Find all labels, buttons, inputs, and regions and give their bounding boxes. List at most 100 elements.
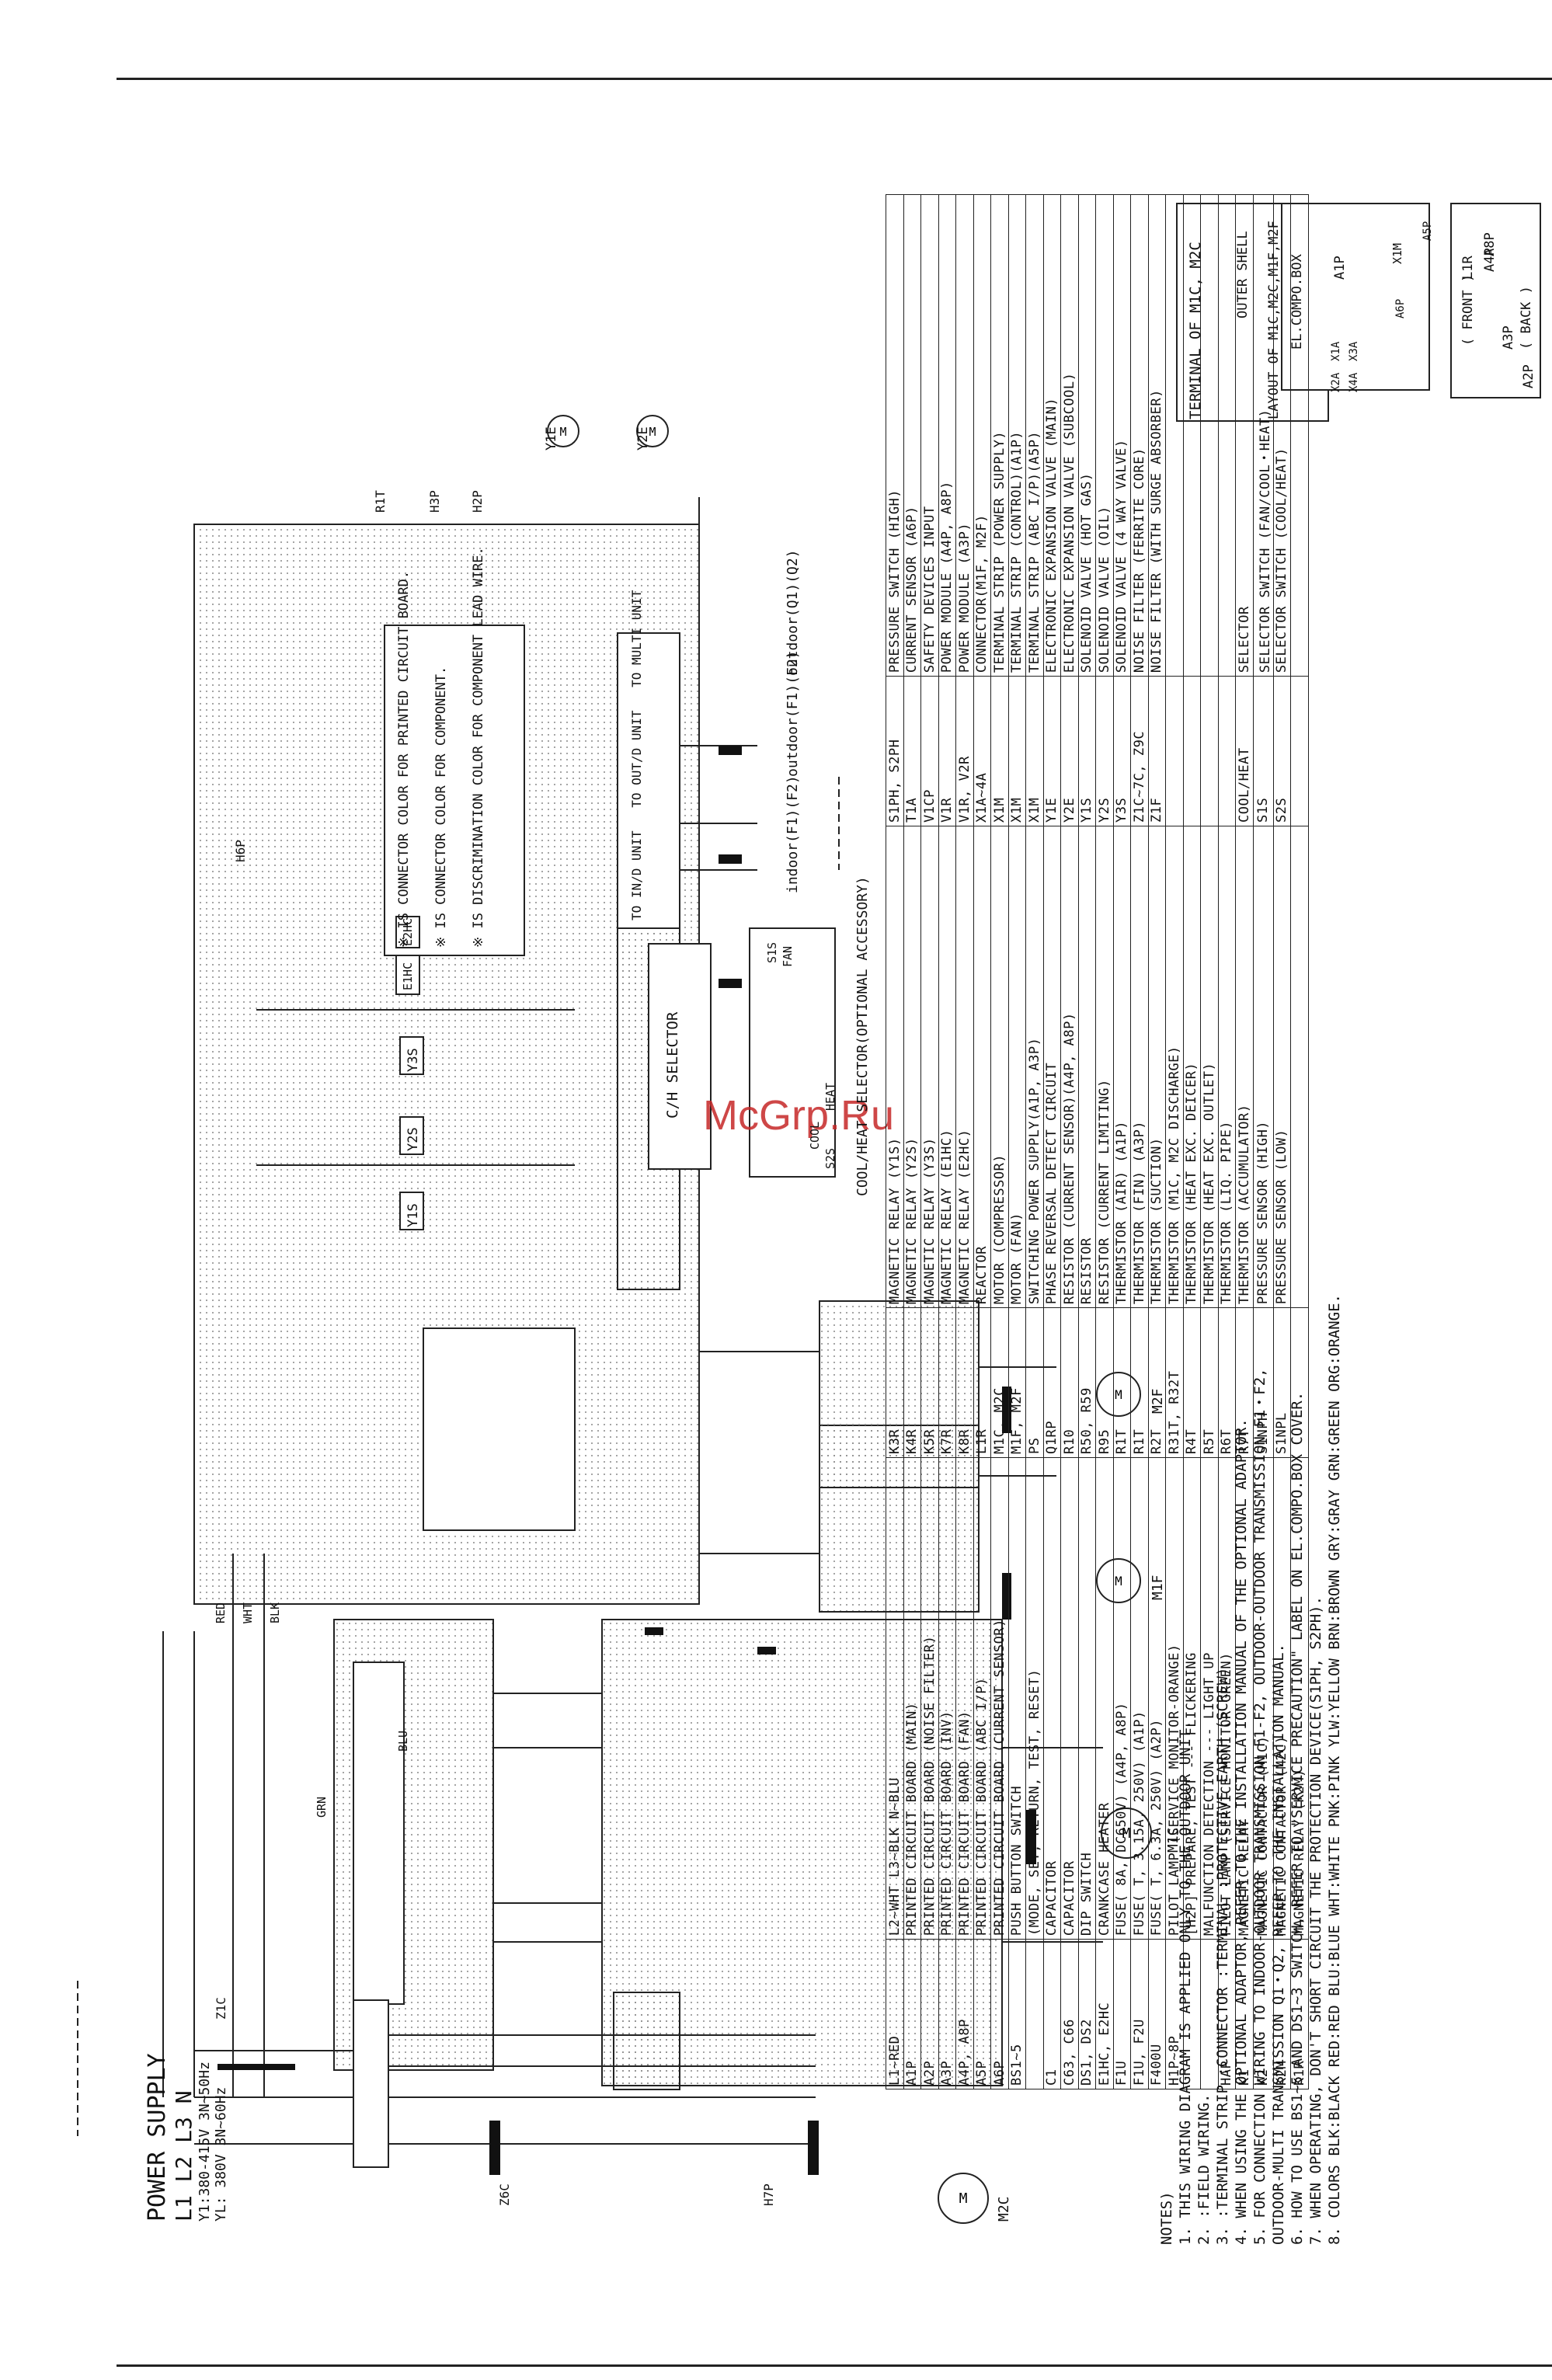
legend-description: PRESSURE SWITCH (HIGH)	[886, 194, 903, 677]
legend-code: R1T	[1113, 1307, 1131, 1458]
legend-code: S1PH, S2PH	[886, 676, 903, 826]
legend-description: MAGNETIC RELAY (E1HC)	[938, 826, 956, 1308]
legend-description: SAFETY DEVICES INPUT	[920, 194, 938, 677]
legend-description: PRINTED CIRCUIT BOARD (ABC I/P)	[973, 1457, 991, 1940]
connector-note: ※ IS CONNECTOR COLOR FOR PRINTED CIRCUIT…	[396, 547, 486, 948]
label-ps: H6P	[233, 840, 248, 862]
top-rule	[117, 78, 1552, 80]
legend-description: L2~WHT L3~BLK N~BLU	[886, 1457, 903, 1940]
legend-code: X1M	[990, 676, 1008, 826]
legend-description: PRINTED CIRCUIT BOARD (INV)	[938, 1457, 956, 1940]
legend-description: RESISTOR (CURRENT SENSOR)(A4P, A8P)	[1060, 826, 1078, 1308]
power-supply-title: POWER SUPPLY	[144, 2053, 171, 2222]
legend-description: SOLENOID VALVE (4 WAY VALVE)	[1113, 194, 1131, 677]
legend-code: K4R	[903, 1307, 921, 1458]
selector-title: COOL/HEAT SELECTOR(OPTIONAL ACCESSORY)	[854, 876, 871, 1196]
selector-box	[648, 943, 712, 1170]
connector-note-1: ※ IS CONNECTOR COLOR FOR PRINTED CIRCUIT…	[396, 570, 412, 948]
note-line: 1. THIS WIRING DIAGRAM IS APPLIED ONLY T…	[1177, 1721, 1194, 2245]
legend-description: SOLENOID VALVE (HOT GAS)	[1078, 194, 1096, 677]
legend-description: MAGNETIC RELAY (Y2S)	[903, 826, 921, 1308]
tx-indoor-f1f2: indoor(F1)(F2)	[785, 775, 801, 893]
bottom-rule	[117, 2364, 1552, 2367]
svg-text:M: M	[559, 425, 566, 439]
box-label-a8p: A8P	[1482, 232, 1498, 256]
legend-description: ELECTRONIC EXPANSION VALVE (MAIN)	[1043, 194, 1061, 677]
legend-description: SELECTOR SWITCH (COOL/HEAT)	[1273, 194, 1291, 677]
legend-code: L1R	[973, 1307, 991, 1458]
legend-code: R95	[1095, 1307, 1113, 1458]
legend-description: NOISE FILTER (WITH SURGE ABSORBER)	[1148, 194, 1166, 677]
legend-code: E1HC, E2HC	[1095, 1939, 1113, 2089]
front-label: ( FRONT )	[1460, 273, 1476, 346]
legend-code: R1T	[1130, 1307, 1148, 1458]
tx-label-outdoor-unit: TO OUT/D UNIT	[629, 710, 644, 808]
motor-m2c: M	[938, 2173, 989, 2224]
note-line: 8. COLORS BLK:BLACK RED:RED BLU:BLUE WHT…	[1326, 1294, 1343, 2245]
legend-description: PRINTED CIRCUIT BOARD (CURRENT SENSOR)	[990, 1457, 1008, 1940]
heater-e2hc	[395, 916, 420, 948]
board-a1p-sub	[423, 1327, 576, 1531]
legend-code: PS	[1025, 1307, 1043, 1458]
legend-description: PHASE REVERSAL DETECT CIRCUIT	[1043, 826, 1061, 1308]
legend-description: DIP SWITCH	[1078, 1457, 1096, 1940]
selector-switch-box	[749, 927, 836, 1178]
tx-label-indoor-unit: TO IN/D UNIT	[629, 830, 644, 920]
legend-description: ELECTRONIC EXPANSION VALVE (SUBCOOL)	[1060, 194, 1078, 677]
valve-y2e: M	[636, 415, 669, 447]
legend-description: FUSE( T, 3.15A, 250V) (A1P)	[1130, 1457, 1148, 1940]
legend-description: REACTOR	[973, 826, 991, 1308]
legend-code: V1R, V2R	[955, 676, 973, 826]
label-k2m: H7P	[761, 2183, 776, 2206]
note-line: 3. :TERMINAL STRIP :CONNECTOR :TERMINAL …	[1214, 1667, 1231, 2245]
board-a6p	[613, 1992, 680, 2090]
wire-blk: BLK	[268, 1602, 282, 1623]
legend-code: Z1F	[1148, 676, 1166, 826]
selector-s2s-label: S2S	[823, 1147, 837, 1169]
legend-description: RESISTOR (CURRENT LIMITING)	[1095, 826, 1113, 1308]
legend-code: K7R	[938, 1307, 956, 1458]
legend-description: PRINTED CIRCUIT BOARD (MAIN)	[903, 1457, 921, 1940]
note-line: 5. FOR CONNECTION WIRING TO INDOOR-OUTDO…	[1251, 1368, 1268, 2245]
valve-y1e: M	[547, 415, 579, 447]
legend-code: M1C, M2C	[990, 1307, 1008, 1458]
solenoid-y3s	[399, 1036, 424, 1075]
legend-code: Y3S	[1113, 676, 1131, 826]
legend-description: TERMINAL STRIP (POWER SUPPLY)	[990, 194, 1008, 677]
legend-description: MAGNETIC RELAY (Y1S)	[886, 826, 903, 1308]
connector-note-panel	[384, 625, 525, 956]
selector-cool-label: COOL	[808, 1121, 822, 1150]
selector-fan-label: FAN	[781, 945, 795, 967]
legend-code	[1165, 676, 1183, 826]
legend-description: POWER MODULE (A4P, A8P)	[938, 194, 956, 677]
selector-heat-label: HEAT	[823, 1082, 837, 1111]
legend-description: CURRENT SENSOR (A6P)	[903, 194, 921, 677]
wire-red: RED	[214, 1602, 228, 1623]
ch-selector-label: C/H SELECTOR	[664, 1011, 681, 1119]
wire-wht: WHT	[241, 1602, 255, 1623]
label-y2e: Y2E	[635, 426, 651, 451]
legend-code: Y2E	[1060, 676, 1078, 826]
legend-code	[1200, 676, 1218, 826]
box-label-a3p: A3P	[1501, 325, 1516, 350]
legend-description: TERMINAL STRIP (CONTROL)(A1P)	[1008, 194, 1026, 677]
svg-text:M: M	[1115, 1574, 1122, 1588]
legend-code: Y2S	[1095, 676, 1113, 826]
svg-text:M: M	[1115, 1387, 1122, 1402]
legend-code: S2S	[1273, 676, 1291, 826]
legend-code	[1183, 676, 1201, 826]
legend-description: CAPACITOR	[1043, 1457, 1061, 1940]
legend-description: MAGNETIC RELAY (Y3S)	[920, 826, 938, 1308]
label-y1e: Y1E	[544, 426, 559, 451]
legend-description: SELECTOR SWITCH (FAN/COOL・HEAT)	[1253, 194, 1273, 677]
connector-note-2: ※ IS CONNECTOR COLOR FOR COMPONENT.	[433, 666, 449, 948]
note-line: 2. :FIELD WIRING.	[1195, 2093, 1213, 2245]
motor-m1c: M	[1101, 1808, 1152, 1859]
power-supply-voltage-yl: YL: 380V 3N~60Hz	[213, 2086, 229, 2222]
